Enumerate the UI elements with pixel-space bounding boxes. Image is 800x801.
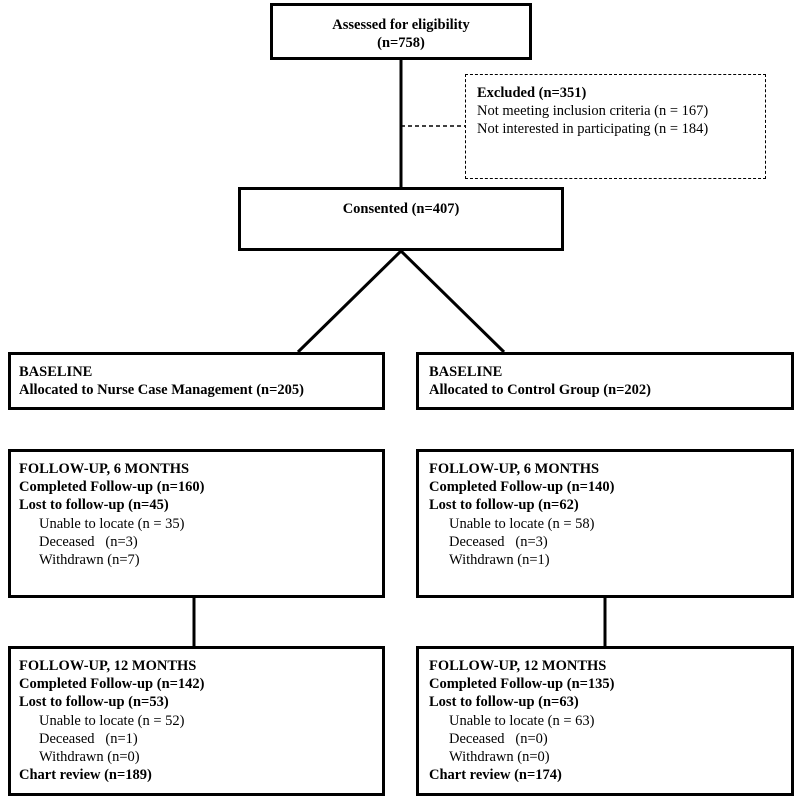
excluded-item: Not meeting inclusion criteria (n = 167) [477, 103, 709, 120]
followup-6mo-box-arm2: FOLLOW-UP, 6 MONTHS Completed Follow-up … [416, 449, 794, 598]
withdrawn: Withdrawn (n=0) [449, 749, 550, 766]
withdrawn: Withdrawn (n=7) [39, 552, 140, 569]
followup-12mo-box-arm1: FOLLOW-UP, 12 MONTHS Completed Follow-up… [8, 646, 385, 796]
connector-consented-arm2 [399, 249, 506, 354]
chart-review: Chart review (n=174) [429, 767, 562, 784]
excluded-title: Excluded (n=351) [477, 85, 587, 101]
baseline-label: BASELINE [429, 364, 503, 380]
connector-consented-arm1 [296, 249, 403, 354]
assessed-title: Assessed for eligibility [332, 17, 470, 33]
lost-to-followup: Lost to follow-up (n=62) [429, 497, 579, 514]
consented-box: Consented (n=407) [238, 187, 564, 251]
unable-to-locate: Unable to locate (n = 52) [39, 712, 185, 729]
withdrawn: Withdrawn (n=1) [449, 552, 550, 569]
excluded-box: Excluded (n=351) Not meeting inclusion c… [465, 74, 766, 179]
excluded-item: Not interested in participating (n = 184… [477, 121, 709, 138]
completed-followup: Completed Follow-up (n=140) [429, 479, 615, 496]
baseline-label: BASELINE [19, 364, 93, 380]
unable-to-locate: Unable to locate (n = 58) [449, 515, 595, 532]
followup-heading: FOLLOW-UP, 12 MONTHS [429, 658, 607, 674]
deceased: Deceased (n=1) [39, 730, 138, 747]
followup-heading: FOLLOW-UP, 6 MONTHS [429, 461, 600, 477]
followup-heading: FOLLOW-UP, 6 MONTHS [19, 461, 190, 477]
withdrawn: Withdrawn (n=0) [39, 749, 140, 766]
followup-12mo-box-arm2: FOLLOW-UP, 12 MONTHS Completed Follow-up… [416, 646, 794, 796]
consented-title: Consented (n=407) [342, 201, 460, 217]
allocation-label: Allocated to Control Group (n=202) [429, 382, 652, 399]
lost-to-followup: Lost to follow-up (n=45) [19, 497, 169, 514]
lost-to-followup: Lost to follow-up (n=53) [19, 694, 169, 711]
assessed-box: Assessed for eligibility (n=758) [270, 3, 532, 60]
baseline-box-arm2: BASELINE Allocated to Control Group (n=2… [416, 352, 794, 410]
unable-to-locate: Unable to locate (n = 63) [449, 712, 595, 729]
chart-review: Chart review (n=189) [19, 767, 152, 784]
assessed-count: (n=758) [377, 35, 425, 52]
completed-followup: Completed Follow-up (n=135) [429, 676, 615, 693]
lost-to-followup: Lost to follow-up (n=63) [429, 694, 579, 711]
deceased: Deceased (n=3) [449, 533, 548, 550]
followup-6mo-box-arm1: FOLLOW-UP, 6 MONTHS Completed Follow-up … [8, 449, 385, 598]
baseline-box-arm1: BASELINE Allocated to Nurse Case Managem… [8, 352, 385, 410]
unable-to-locate: Unable to locate (n = 35) [39, 515, 185, 532]
completed-followup: Completed Follow-up (n=160) [19, 479, 205, 496]
followup-heading: FOLLOW-UP, 12 MONTHS [19, 658, 197, 674]
completed-followup: Completed Follow-up (n=142) [19, 676, 205, 693]
allocation-label: Allocated to Nurse Case Management (n=20… [19, 382, 304, 399]
deceased: Deceased (n=0) [449, 730, 548, 747]
deceased: Deceased (n=3) [39, 533, 138, 550]
